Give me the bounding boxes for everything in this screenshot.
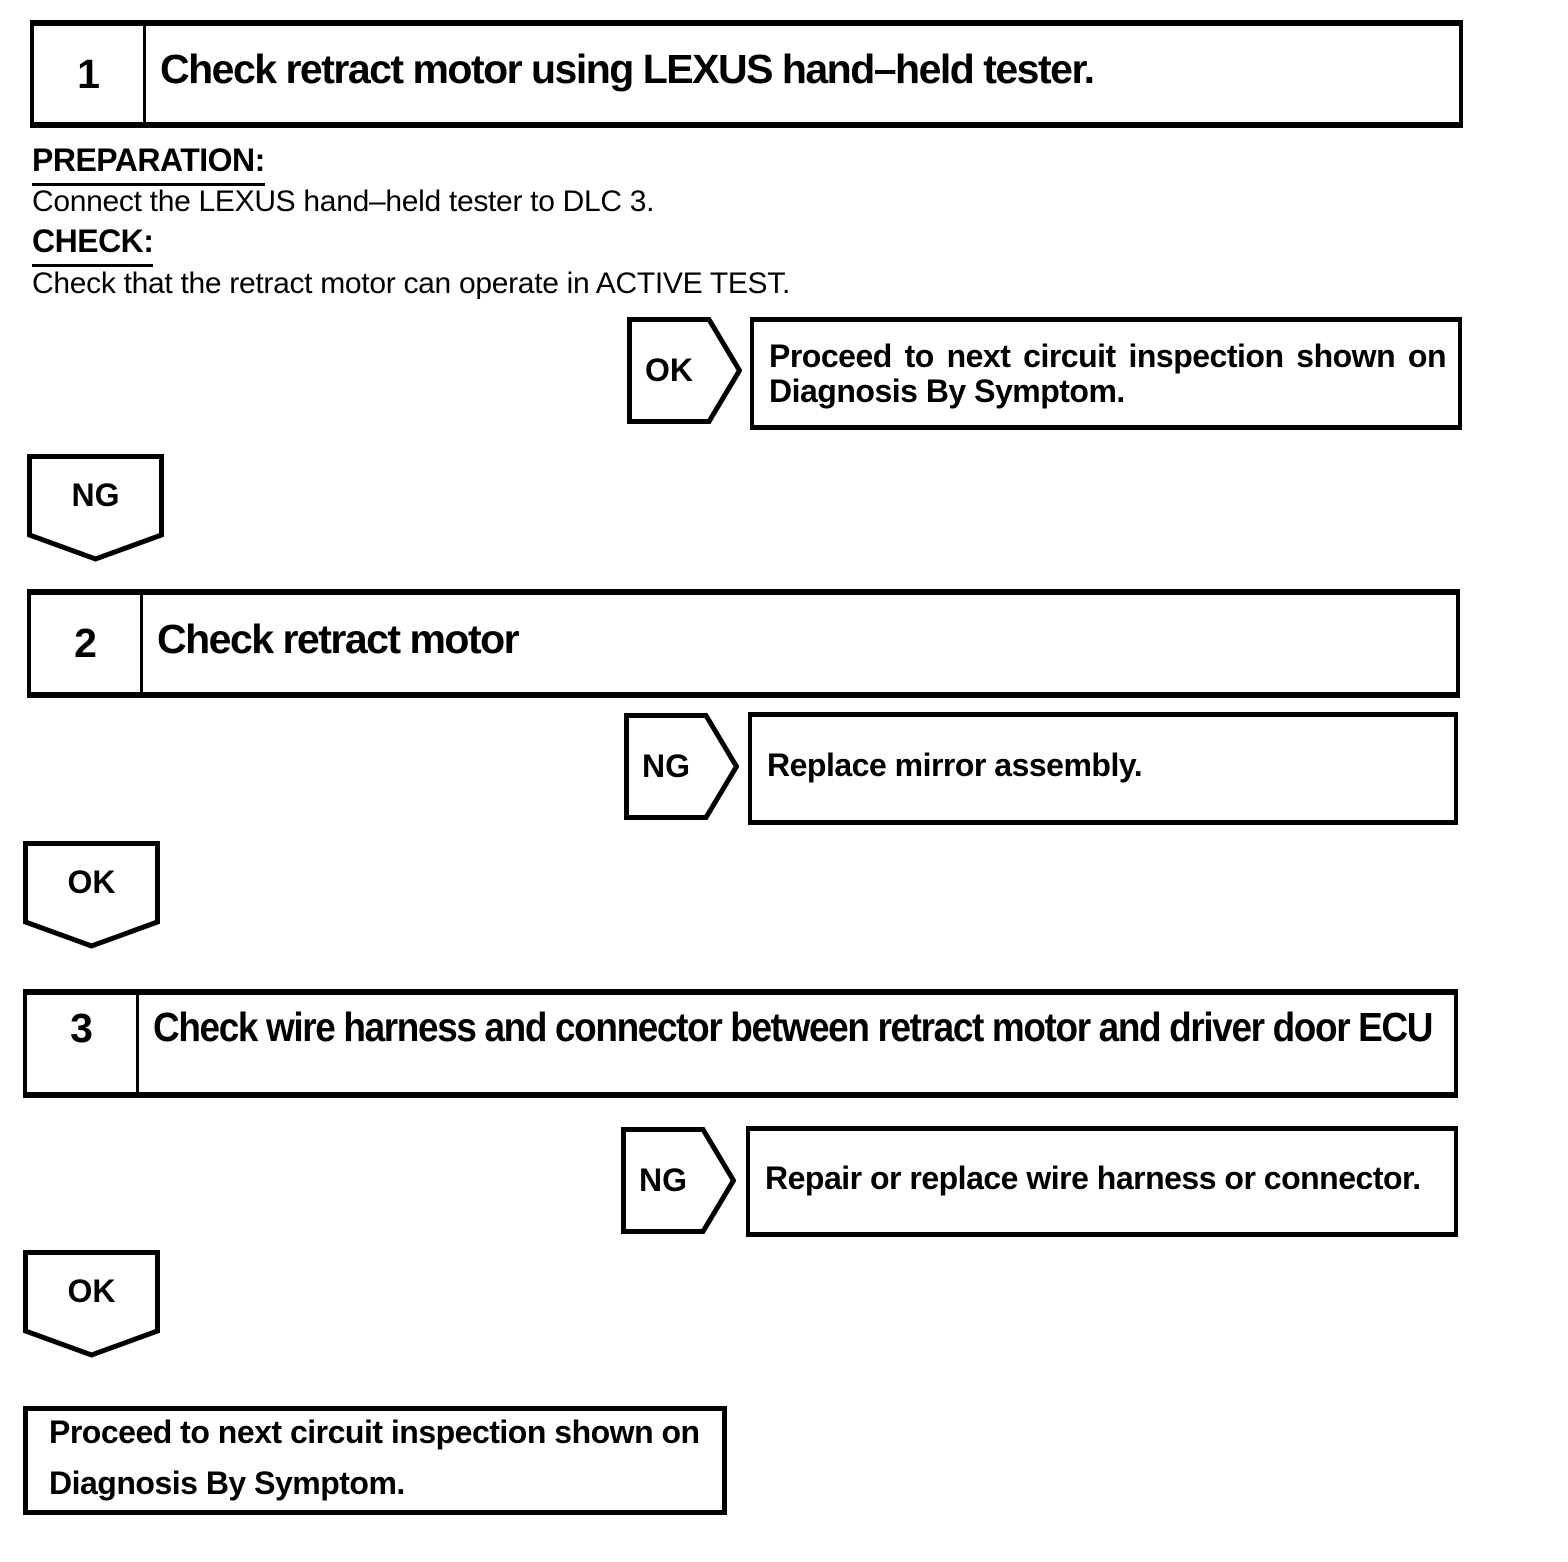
step-2-number: 2	[74, 620, 97, 666]
step-1-number: 1	[77, 50, 100, 97]
step-2-ok-continue-label: OK	[67, 863, 116, 900]
step-2-ng-result-text: Replace mirror assembly.	[767, 747, 1143, 783]
step-1-ok-result-line2: Diagnosis By Symptom.	[769, 372, 1125, 409]
step-2-ng-result-box: Replace mirror assembly.	[748, 712, 1458, 825]
check-text: Check that the retract motor can operate…	[32, 267, 791, 300]
step-1-ng-continue-pentagon: NG	[27, 454, 164, 562]
final-result-line1: Proceed to next circuit inspection shown…	[49, 1413, 700, 1450]
step-3-ok-continue-pentagon: OK	[23, 1250, 160, 1358]
step-3-number: 3	[70, 1005, 93, 1051]
step-1-title-cell: Check retract motor using LEXUS hand–hel…	[146, 26, 1459, 122]
step-1-number-cell: 1	[34, 26, 146, 122]
check-label: CHECK:	[32, 223, 154, 267]
preparation-label: PREPARATION:	[32, 142, 265, 186]
step-3-title: Check wire harness and connector between…	[153, 1004, 1433, 1050]
final-result-box: Proceed to next circuit inspection shown…	[23, 1406, 727, 1515]
step-2-title: Check retract motor	[157, 615, 520, 662]
preparation-text: Connect the LEXUS hand–held tester to DL…	[32, 185, 655, 218]
step-3-ng-result-text: Repair or replace wire harness or connec…	[765, 1160, 1421, 1196]
step-2-ok-continue-pentagon: OK	[23, 841, 160, 949]
step-3-ng-branch-label: NG	[639, 1162, 687, 1198]
step-2-box: 2 Check retract motor	[27, 589, 1460, 698]
down-pentagon-icon	[23, 1250, 160, 1358]
final-result-line2: Diagnosis By Symptom.	[49, 1464, 405, 1501]
ng-branch-arrow-icon	[621, 1127, 736, 1234]
step-1-ok-branch-label: OK	[645, 352, 693, 388]
down-pentagon-icon	[27, 454, 164, 562]
step-1-ok-branch-arrow: OK	[627, 317, 742, 424]
step-2-ng-branch-arrow: NG	[624, 713, 739, 820]
step-3-title-cell: Check wire harness and connector between…	[139, 995, 1454, 1092]
step-2-number-cell: 2	[31, 595, 143, 692]
step-3-box: 3 Check wire harness and connector betwe…	[23, 989, 1458, 1098]
down-pentagon-icon	[23, 841, 160, 949]
step-3-ng-branch-arrow: NG	[621, 1127, 736, 1234]
step-1-title: Check retract motor using LEXUS hand–hel…	[160, 46, 1095, 92]
step-3-ng-result-box: Repair or replace wire harness or connec…	[746, 1126, 1458, 1237]
step-3-ok-continue-label: OK	[67, 1272, 116, 1309]
ng-branch-arrow-icon	[624, 713, 739, 820]
step-1-ok-result-line1: Proceed to next circuit inspection shown…	[769, 337, 1447, 374]
step-1-ok-result-box: Proceed to next circuit inspection shown…	[750, 317, 1462, 430]
ok-branch-arrow-icon	[627, 317, 742, 424]
step-2-ng-branch-label: NG	[642, 748, 690, 784]
step-3-number-cell: 3	[27, 995, 139, 1092]
step-1-box: 1 Check retract motor using LEXUS hand–h…	[30, 20, 1463, 128]
step-2-title-cell: Check retract motor	[143, 595, 1456, 692]
step-1-ng-continue-label: NG	[71, 476, 120, 513]
